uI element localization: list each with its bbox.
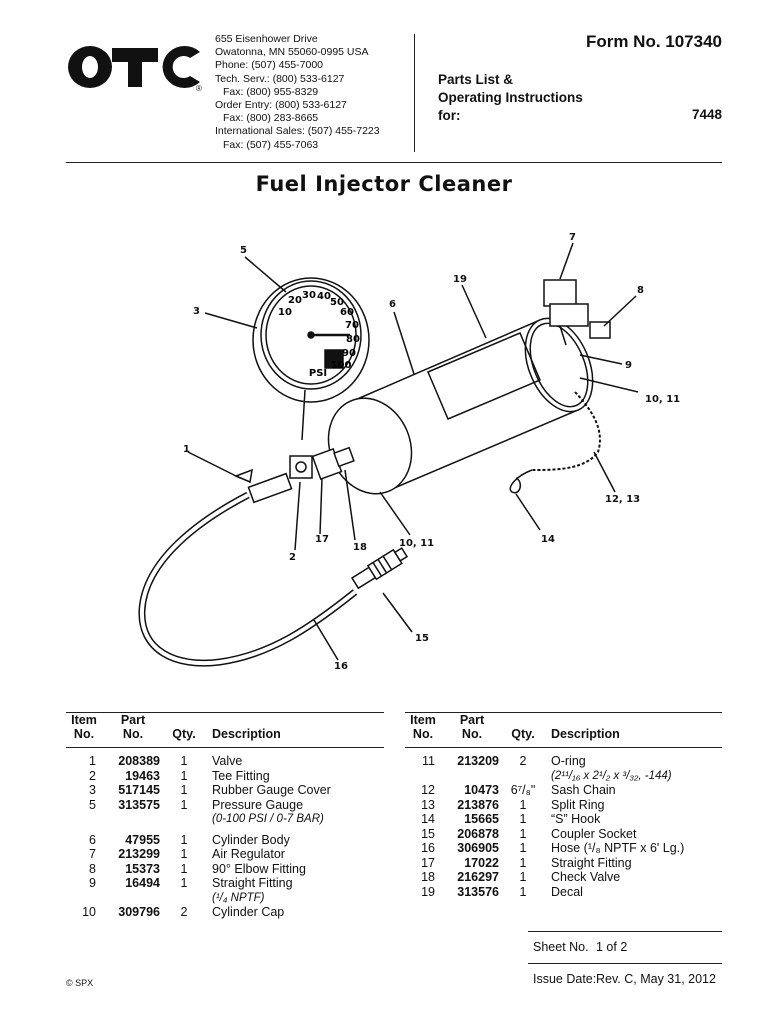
callout-8: 8 bbox=[637, 285, 644, 296]
issue-label: Issue Date: bbox=[533, 972, 597, 986]
gauge-number: 100 bbox=[331, 360, 352, 371]
fax-line: Fax: (800) 955-8329 bbox=[223, 85, 319, 98]
callout-10-11-upper: 10, 11 bbox=[645, 394, 680, 405]
table-subrow: (2¹¹/₁₆ x 2¹/₂ x ³/₃₂, -144) bbox=[551, 769, 672, 782]
gauge-number: 40 bbox=[317, 291, 331, 302]
callout-1: 1 bbox=[183, 444, 190, 455]
callout-6: 6 bbox=[389, 299, 396, 310]
gauge-number: 50 bbox=[330, 297, 344, 308]
gauge-number: 10 bbox=[278, 307, 292, 318]
title-line: Operating Instructions bbox=[438, 90, 583, 105]
parts-diagram: 10 20 30 40 50 60 70 80 90 100 PSI 1 2 3… bbox=[138, 232, 680, 672]
callout-17: 17 bbox=[315, 534, 329, 545]
table-subrow: (0-100 PSI / 0-7 BAR) bbox=[212, 813, 324, 825]
gauge-number: PSI bbox=[309, 368, 327, 379]
model-number: 7448 bbox=[691, 107, 722, 122]
callout-7: 7 bbox=[569, 232, 576, 243]
callout-2: 2 bbox=[289, 552, 296, 563]
header-rule bbox=[66, 162, 722, 163]
title-line: for: bbox=[438, 108, 461, 123]
table-subrow: (¹/₄ NPTF) bbox=[212, 891, 265, 904]
phone-line: Phone: (507) 455-7000 bbox=[215, 59, 323, 72]
gauge-number: 90 bbox=[342, 348, 356, 359]
callout-5: 5 bbox=[240, 245, 247, 256]
issue-value: Rev. C, May 31, 2012 bbox=[596, 972, 716, 986]
callout-14: 14 bbox=[541, 534, 555, 545]
fax-line: Fax: (507) 455-7063 bbox=[223, 138, 319, 151]
gauge-number: 20 bbox=[288, 295, 302, 306]
header-qty: Qty. bbox=[172, 727, 196, 741]
callout-19: 19 bbox=[453, 274, 467, 285]
header-divider bbox=[414, 34, 415, 152]
issue-date-row: Issue Date:Rev. C, May 31, 2012 bbox=[528, 963, 722, 995]
callout-18: 18 bbox=[353, 542, 367, 553]
callout-12-13: 12, 13 bbox=[605, 494, 640, 505]
company-address: 655 Eisenhower Drive Owatonna, MN 55060-… bbox=[215, 33, 415, 152]
callout-16: 16 bbox=[334, 661, 348, 672]
callout-15: 15 bbox=[415, 633, 429, 644]
callout-3: 3 bbox=[193, 306, 200, 317]
gauge-number: 80 bbox=[346, 334, 360, 345]
form-number: Form No. 107340 bbox=[585, 32, 722, 51]
sheet-number-row: Sheet No. 1 of 2 bbox=[528, 931, 722, 963]
address-line: 655 Eisenhower Drive bbox=[215, 33, 318, 45]
tech-service-line: Tech. Serv.: (800) 533-6127 bbox=[215, 72, 345, 85]
international-sales-line: International Sales: (507) 455-7223 bbox=[215, 125, 380, 138]
address-line: Owatonna, MN 55060-0995 USA bbox=[215, 46, 369, 59]
callout-9: 9 bbox=[625, 360, 632, 371]
header-description: Description bbox=[212, 727, 281, 741]
page-title: Fuel Injector Cleaner bbox=[255, 172, 513, 196]
sheet-info: Sheet No. 1 of 2 Issue Date:Rev. C, May 3… bbox=[528, 931, 722, 995]
sheet-value: 1 of 2 bbox=[596, 940, 628, 954]
gauge-number: 70 bbox=[345, 320, 359, 331]
gauge-number: 60 bbox=[340, 307, 354, 318]
header-description: Description bbox=[551, 727, 620, 741]
gauge-number: 30 bbox=[302, 290, 316, 301]
sheet-label: Sheet No. bbox=[533, 940, 589, 954]
header-qty: Qty. bbox=[511, 727, 535, 741]
callout-10-11-lower: 10, 11 bbox=[399, 538, 434, 549]
title-line: Parts List & bbox=[438, 72, 514, 87]
document-type-title: Parts List & Operating Instructions for: bbox=[438, 71, 583, 125]
copyright: © SPX bbox=[66, 978, 94, 988]
fax-line: Fax: (800) 283-8665 bbox=[223, 112, 319, 125]
registered-mark: ® bbox=[196, 84, 202, 93]
otc-logo bbox=[68, 46, 200, 89]
order-entry-line: Order Entry: (800) 533-6127 bbox=[215, 99, 347, 112]
